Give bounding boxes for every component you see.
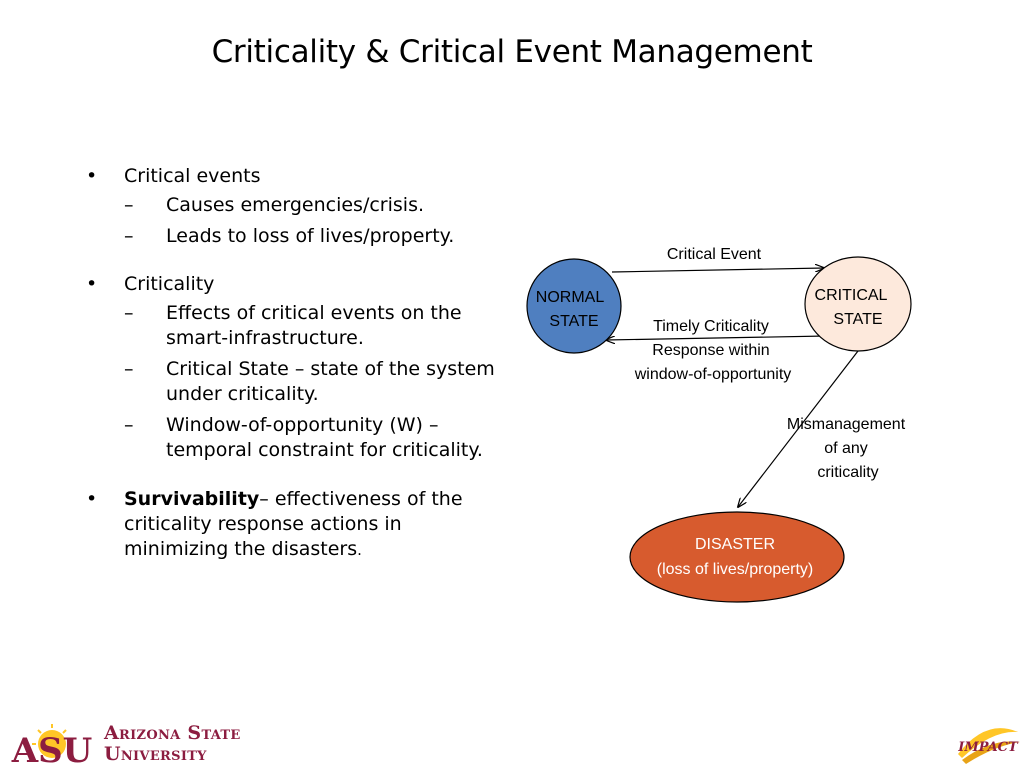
sub-bullet-item: – Leads to loss of lives/property. bbox=[124, 224, 496, 249]
asu-mark-text: ASU bbox=[11, 731, 93, 766]
bullet-dot: • bbox=[86, 273, 98, 295]
node-critical-label-1: CRITICAL bbox=[815, 287, 888, 304]
sub-bullet-dash: – bbox=[124, 225, 134, 247]
sub-bullet-text: Critical State – state of the system und… bbox=[166, 358, 495, 405]
asu-wordmark-line-1: Arizona State bbox=[104, 722, 241, 744]
sub-bullet-dash: – bbox=[124, 302, 134, 324]
node-disaster-label-2: (loss of lives/property) bbox=[657, 561, 814, 578]
bullet-group-survivability: • Survivability– effectiveness of the cr… bbox=[86, 487, 496, 563]
bullet-dot: • bbox=[86, 488, 98, 510]
sub-bullet-text: Leads to loss of lives/property. bbox=[166, 225, 455, 247]
sub-bullet-item: – Window-of-opportunity (W) – temporal c… bbox=[124, 413, 496, 463]
asu-wordmark-line-2: University bbox=[104, 743, 207, 765]
sub-bullet-dash: – bbox=[124, 414, 134, 436]
bullet-item: • Critical events bbox=[86, 164, 496, 189]
edge-label-mismanagement-1: Mismanagement bbox=[787, 416, 906, 433]
edge-label-response-2: Response within bbox=[652, 342, 769, 359]
bullet-group-critical-events: • Critical events – Causes emergencies/c… bbox=[86, 164, 496, 249]
node-critical-label-2: STATE bbox=[833, 311, 882, 328]
bullet-text: Critical events bbox=[124, 165, 261, 187]
edge-critical-event bbox=[611, 268, 824, 273]
edge-label-mismanagement-3: criticality bbox=[817, 464, 878, 481]
sub-bullet-item: – Critical State – state of the system u… bbox=[124, 357, 496, 407]
edge-label-critical-event: Critical Event bbox=[667, 246, 762, 263]
bullet-text: – effectiveness of the criticality respo… bbox=[124, 488, 463, 560]
bullet-group-criticality: • Criticality – Effects of critical even… bbox=[86, 272, 496, 463]
node-normal-state bbox=[526, 258, 622, 354]
node-disaster-label-1: DISASTER bbox=[695, 536, 775, 553]
bullet-end: . bbox=[357, 541, 362, 559]
sub-bullet-text: Window-of-opportunity (W) – temporal con… bbox=[166, 414, 483, 461]
bullet-bold-term: Survivability bbox=[124, 488, 260, 510]
edge-response bbox=[606, 335, 827, 340]
bullet-list: • Critical events – Causes emergencies/c… bbox=[86, 164, 496, 588]
node-normal-label-1: NORMAL bbox=[536, 289, 605, 306]
sub-bullet-text: Effects of critical events on the smart-… bbox=[166, 302, 462, 349]
bullet-text: Criticality bbox=[124, 273, 215, 295]
node-critical-state bbox=[804, 256, 912, 352]
impact-logo-icon: IMPACT bbox=[957, 728, 1020, 764]
sub-bullet-item: – Effects of critical events on the smar… bbox=[124, 301, 496, 351]
sub-bullet-item: – Causes emergencies/crisis. bbox=[124, 193, 496, 218]
slide-title: Criticality & Critical Event Management bbox=[211, 34, 813, 70]
edge-mismanagement bbox=[738, 350, 859, 507]
sub-bullet-text: Causes emergencies/crisis. bbox=[166, 194, 425, 216]
bullet-dot: • bbox=[86, 165, 98, 187]
bullet-item: • Survivability– effectiveness of the cr… bbox=[86, 487, 496, 563]
impact-logo-text: IMPACT bbox=[957, 740, 1019, 755]
sub-bullet-dash: – bbox=[124, 194, 134, 216]
node-normal-label-2: STATE bbox=[549, 313, 598, 330]
asu-wordmark: Arizona State University bbox=[104, 723, 241, 765]
edge-label-mismanagement-2: of any bbox=[824, 440, 868, 457]
node-disaster bbox=[629, 511, 845, 603]
edge-label-response-3: window-of-opportunity bbox=[634, 366, 792, 383]
edge-label-response-1: Timely Criticality bbox=[653, 318, 769, 335]
asu-logo-icon: ASU bbox=[11, 724, 93, 766]
sub-bullet-dash: – bbox=[124, 358, 134, 380]
bullet-item: • Criticality bbox=[86, 272, 496, 297]
